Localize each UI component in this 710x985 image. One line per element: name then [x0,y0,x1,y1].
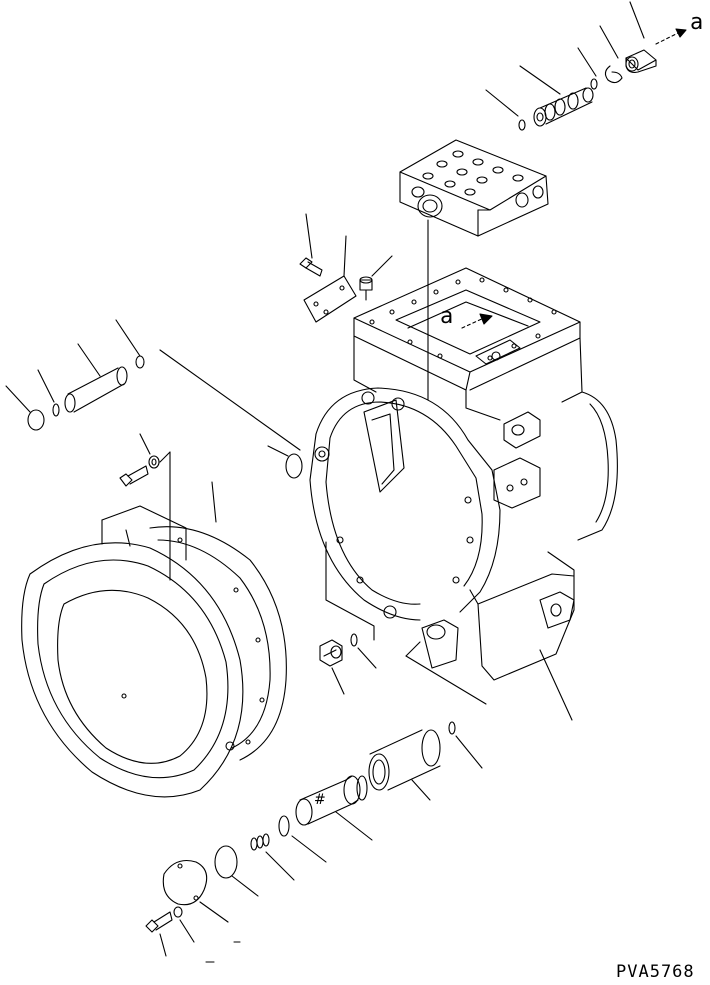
top-valve-assembly [485,1,687,131]
snap-ring [604,65,623,84]
bolt-washer-left [119,433,171,581]
small-pin [590,78,598,90]
valve-mark-symbol: # [314,792,326,808]
transmission-housing [159,267,618,721]
gasket-disc [285,453,303,479]
drawing-reference-code: PVA5768 [616,962,695,982]
drain-plug [319,633,487,705]
view-label-a-top: a [690,10,704,35]
lower-valve-stack [145,721,483,963]
valve-body-block [399,139,549,401]
valve-cap [625,49,657,73]
flywheel-housing [21,481,287,798]
left-shaft-group [5,319,145,431]
view-label-a-mid: a [440,304,454,329]
spool-o-ring [518,119,526,131]
cover-plate-upper [299,213,393,323]
valve-spool [533,87,594,127]
